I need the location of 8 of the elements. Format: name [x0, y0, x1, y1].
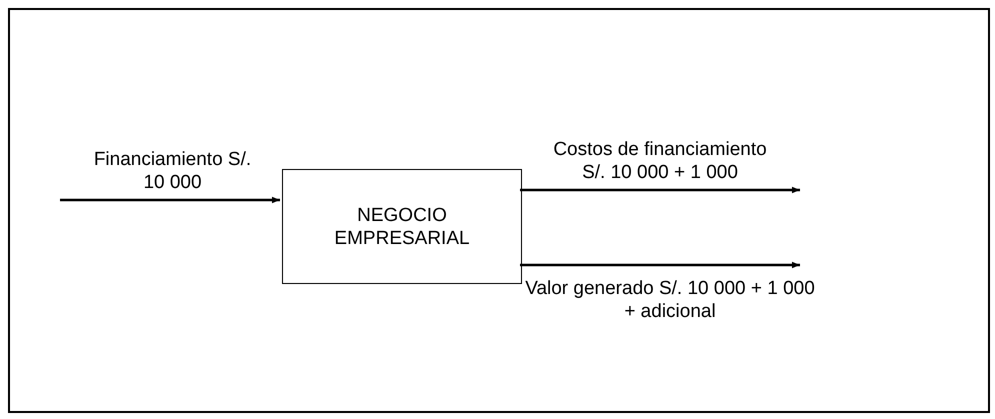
frame-box	[8, 8, 990, 413]
arrow	[520, 186, 800, 194]
process-box: NEGOCIO EMPRESARIAL	[282, 169, 522, 284]
edge-label: Costos de financiamiento S/. 10 000 + 1 000	[552, 138, 768, 184]
edge-label: Valor generado S/. 10 000 + 1 000 + adicional	[524, 277, 816, 323]
arrow	[520, 262, 800, 268]
arrow	[60, 196, 280, 204]
edge-label: Financiamiento S/. 10 000	[92, 148, 252, 194]
